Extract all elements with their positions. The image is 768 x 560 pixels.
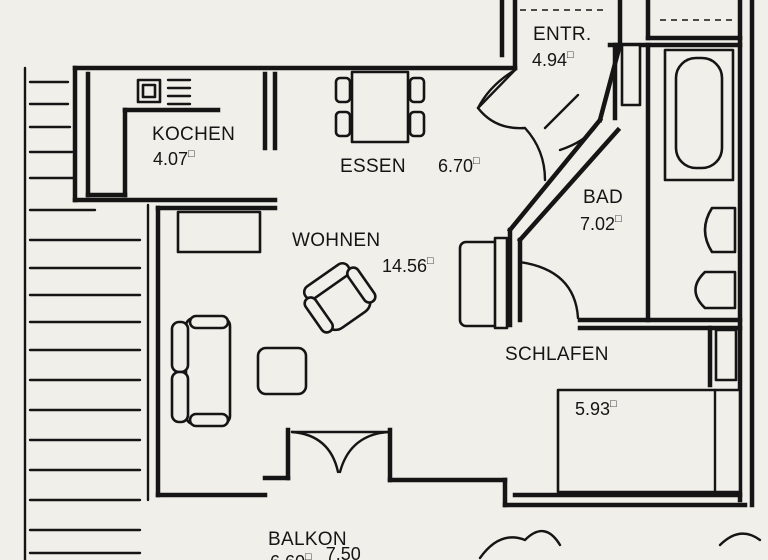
room-name-kochen: KOCHEN bbox=[152, 124, 235, 145]
furniture bbox=[136, 9, 762, 560]
room-name-entr: ENTR. bbox=[533, 24, 592, 45]
room-name-essen: ESSEN bbox=[340, 156, 406, 177]
room-name-schlafen: SCHLAFEN bbox=[505, 344, 609, 365]
room-labels: ENTR. 4.94□ KOCHEN 4.07□ ESSEN 6.70□ BAD… bbox=[152, 24, 623, 560]
staircase bbox=[23, 66, 150, 560]
room-area-schlafen: 5.93□ bbox=[575, 398, 617, 419]
room-area-entr: 4.94□ bbox=[532, 49, 574, 70]
room-area-kochen: 4.07□ bbox=[153, 148, 195, 169]
room-area-essen: 6.70□ bbox=[438, 155, 480, 176]
room-area-bad: 7.02□ bbox=[580, 213, 622, 234]
room-area-balkon: 6.60□7.50 bbox=[270, 544, 361, 560]
room-name-wohnen: WOHNEN bbox=[292, 230, 380, 251]
room-area-wohnen: 14.56□ bbox=[382, 255, 434, 276]
room-name-bad: BAD bbox=[583, 187, 623, 208]
room-name-balkon: BALKON bbox=[268, 529, 347, 550]
doors bbox=[290, 68, 602, 474]
